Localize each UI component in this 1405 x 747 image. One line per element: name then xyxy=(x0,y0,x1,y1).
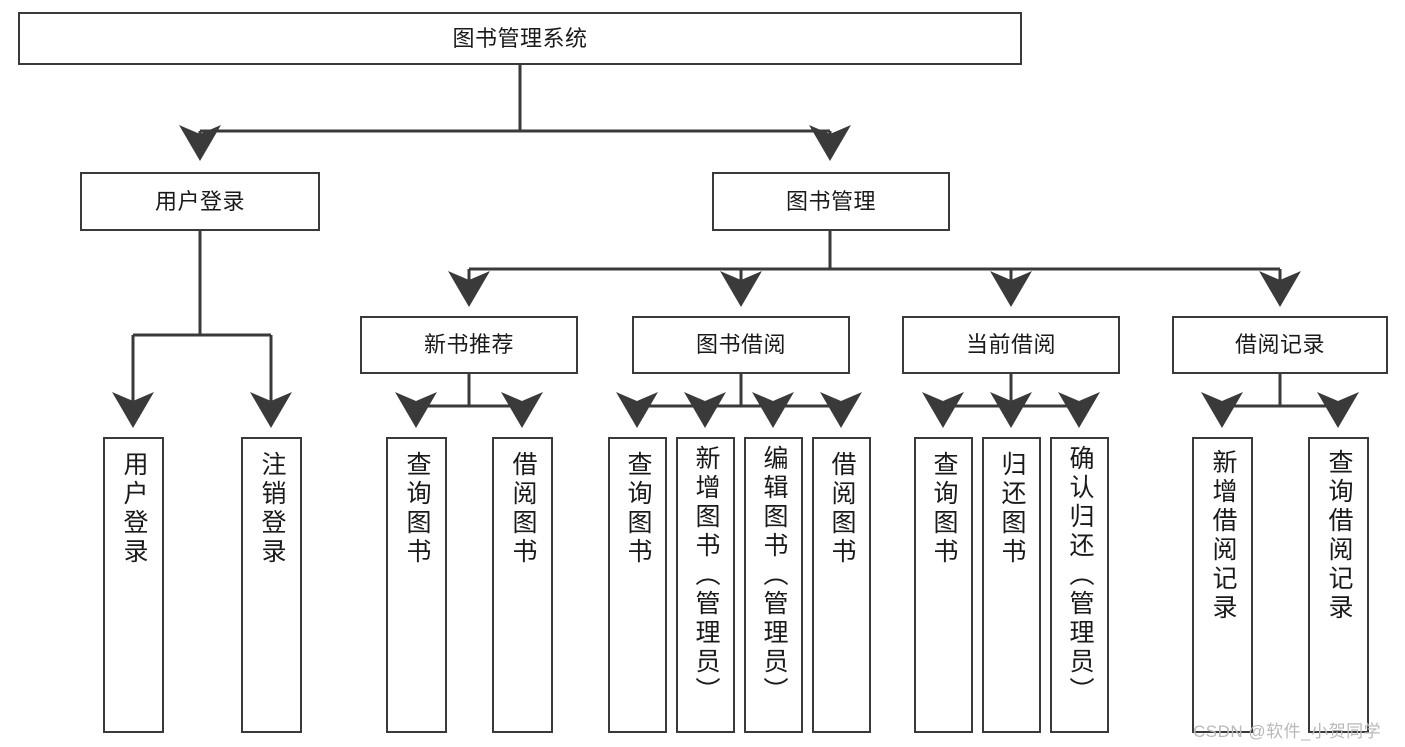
node-leaf-user-login[interactable]: 用户登录 xyxy=(103,437,164,733)
node-book-borrow[interactable]: 图书借阅 xyxy=(632,316,850,374)
node-new-book-recommend-label: 新书推荐 xyxy=(423,332,514,358)
node-leaf-add-record-label: 新增借阅记录 xyxy=(1209,449,1237,623)
node-leaf-add-book[interactable]: 新增图书（管理员） xyxy=(676,437,735,733)
node-leaf-edit-book[interactable]: 编辑图书（管理员） xyxy=(744,437,803,733)
node-new-book-recommend[interactable]: 新书推荐 xyxy=(360,316,578,374)
node-leaf-query-book-1[interactable]: 查询图书 xyxy=(386,437,447,733)
node-leaf-query-book-3-label: 查询图书 xyxy=(930,451,958,567)
node-root[interactable]: 图书管理系统 xyxy=(18,12,1022,65)
node-user-login[interactable]: 用户登录 xyxy=(80,172,320,231)
node-leaf-query-record-label: 查询借阅记录 xyxy=(1325,449,1353,623)
node-book-manage-label: 图书管理 xyxy=(785,188,876,214)
node-leaf-query-book-3[interactable]: 查询图书 xyxy=(914,437,973,733)
node-user-login-label: 用户登录 xyxy=(154,188,245,214)
node-leaf-borrow-book-2[interactable]: 借阅图书 xyxy=(812,437,871,733)
node-leaf-borrow-book-2-label: 借阅图书 xyxy=(828,451,856,567)
node-leaf-user-login-label: 用户登录 xyxy=(120,451,148,567)
node-leaf-add-record[interactable]: 新增借阅记录 xyxy=(1192,437,1253,733)
node-current-borrow[interactable]: 当前借阅 xyxy=(902,316,1120,374)
node-leaf-borrow-book-1-label: 借阅图书 xyxy=(509,451,537,567)
node-borrow-record[interactable]: 借阅记录 xyxy=(1172,316,1388,374)
connector-currentborrow-to-leaves xyxy=(922,374,1100,428)
node-leaf-query-record[interactable]: 查询借阅记录 xyxy=(1308,437,1369,733)
node-current-borrow-label: 当前借阅 xyxy=(965,332,1056,358)
node-leaf-logout-login-label: 注销登录 xyxy=(258,451,286,567)
connector-bookborrow-to-leaves xyxy=(616,374,862,428)
node-leaf-edit-book-label: 编辑图书（管理员） xyxy=(760,445,788,706)
connector-userlogin-to-leaves xyxy=(112,231,292,428)
connector-newbook-to-leaves xyxy=(395,374,543,428)
csdn-watermark: CSDN @软件_小贺同学 xyxy=(1193,722,1382,741)
node-leaf-return-book-label: 归还图书 xyxy=(998,451,1026,567)
node-borrow-record-label: 借阅记录 xyxy=(1234,332,1325,358)
node-book-manage[interactable]: 图书管理 xyxy=(712,172,950,231)
node-root-label: 图书管理系统 xyxy=(452,25,588,51)
node-leaf-logout-login[interactable]: 注销登录 xyxy=(241,437,302,733)
connector-root-to-level2 xyxy=(179,65,851,161)
node-leaf-query-book-2[interactable]: 查询图书 xyxy=(608,437,667,733)
connector-bookmanage-to-level3 xyxy=(448,231,1301,307)
node-leaf-confirm-return[interactable]: 确认归还（管理员） xyxy=(1050,437,1109,733)
connector-borrowrecord-to-leaves xyxy=(1201,374,1359,428)
node-book-borrow-label: 图书借阅 xyxy=(695,332,786,358)
node-leaf-add-book-label: 新增图书（管理员） xyxy=(692,445,720,706)
node-leaf-borrow-book-1[interactable]: 借阅图书 xyxy=(492,437,553,733)
node-leaf-confirm-return-label: 确认归还（管理员） xyxy=(1066,445,1094,706)
node-leaf-return-book[interactable]: 归还图书 xyxy=(982,437,1041,733)
node-leaf-query-book-1-label: 查询图书 xyxy=(403,451,431,567)
node-leaf-query-book-2-label: 查询图书 xyxy=(624,451,652,567)
